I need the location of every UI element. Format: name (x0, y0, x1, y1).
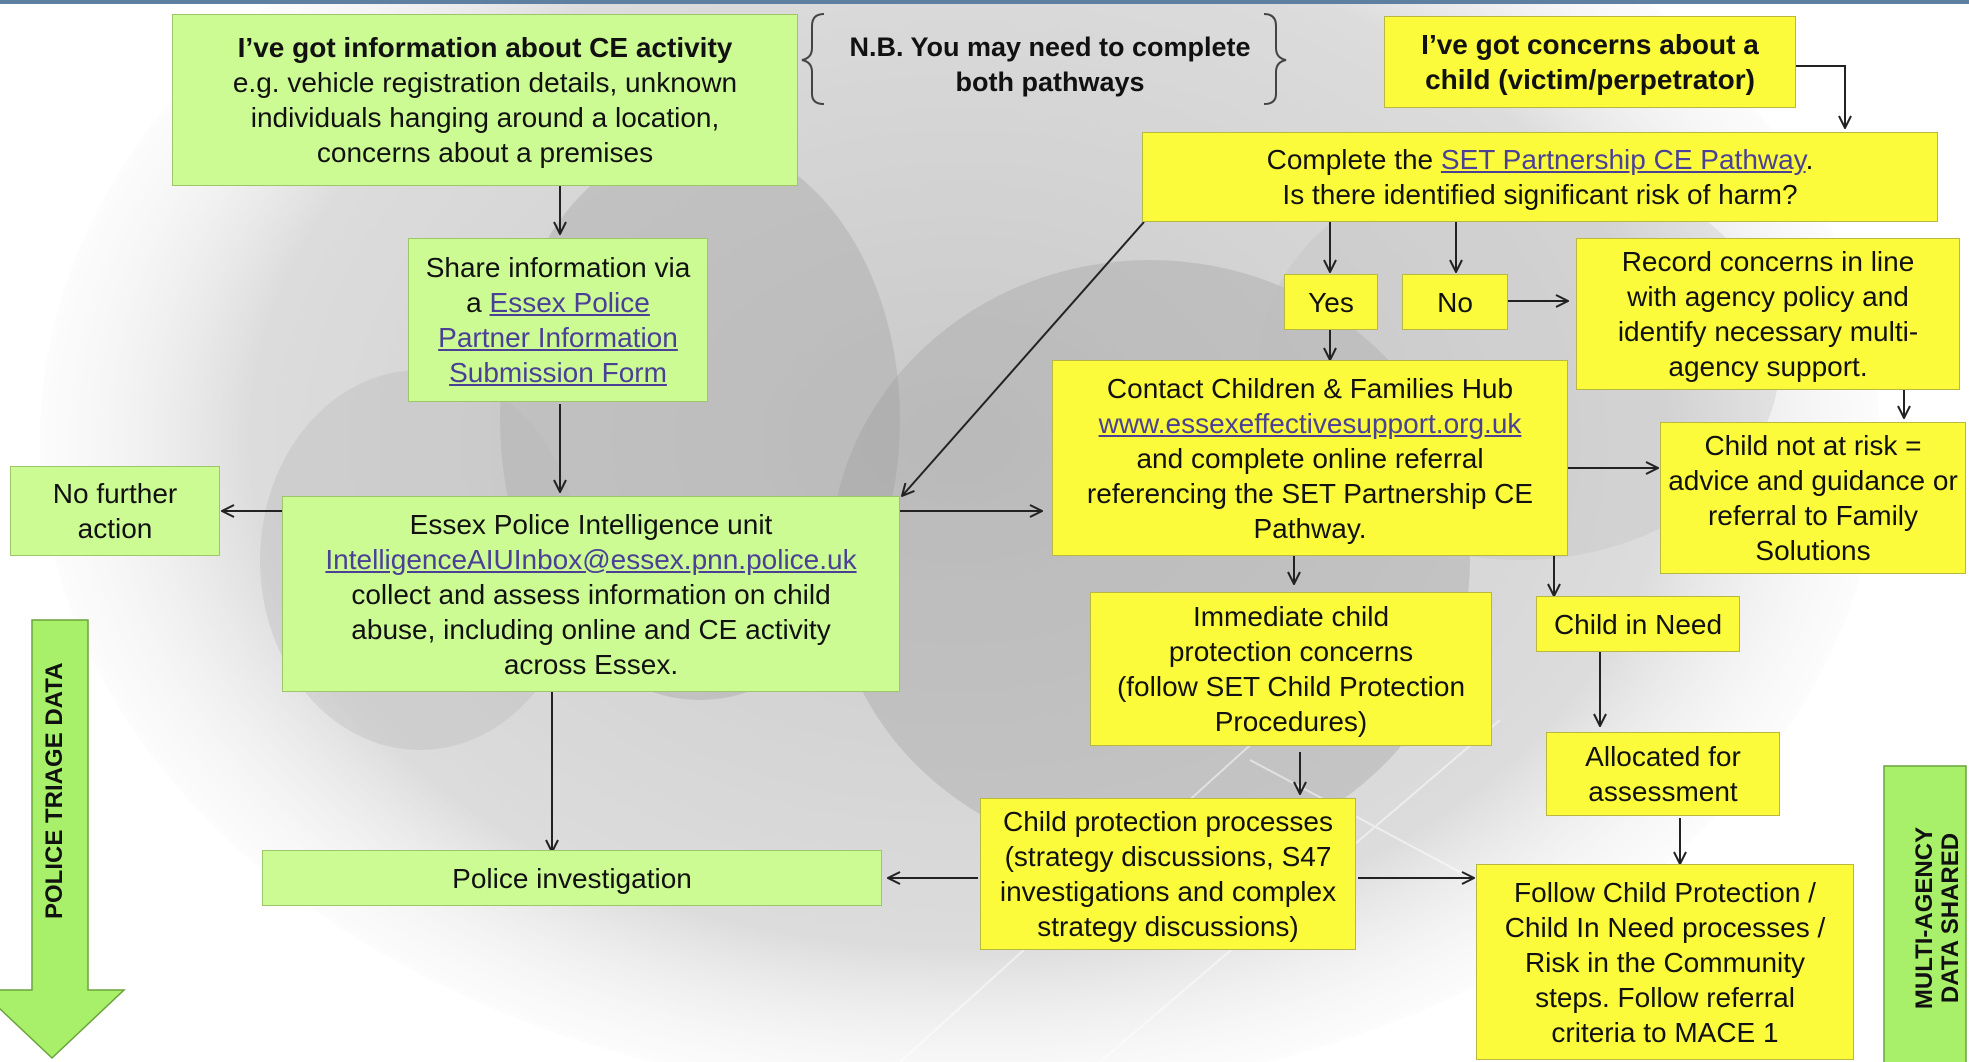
record-concerns-text: Record concerns in line with agency poli… (1617, 246, 1919, 382)
brace-right (1263, 13, 1287, 105)
arrow-pathway-to-intel (902, 221, 1145, 496)
concerns-about-child-box: I’ve got concerns about a child (victim/… (1384, 16, 1796, 108)
no-box: No (1402, 274, 1508, 330)
complete-pathway-question: Is there identified significant risk of … (1282, 179, 1798, 210)
set-partnership-ce-pathway-link[interactable]: SET Partnership CE Pathway (1440, 144, 1806, 175)
complete-pathway-post: . (1805, 144, 1814, 175)
top-accent-bar (0, 0, 1969, 4)
contact-hub-title: Contact Children & Families Hub (1106, 372, 1514, 404)
child-protection-processes-text: Child protection processes (strategy dis… (999, 806, 1337, 942)
yes-text: Yes (1308, 286, 1354, 318)
allocated-for-assessment-box: Allocated for assessment (1546, 732, 1780, 816)
intelligence-unit-box: Essex Police Intelligence unit Intellige… (282, 496, 900, 692)
child-in-need-text: Child in Need (1553, 608, 1723, 640)
partner-submission-form-link[interactable]: Essex Police Partner Information Submiss… (438, 287, 678, 388)
immediate-cp-concerns-line1: Immediate child protection concerns (1168, 601, 1414, 667)
share-information-box: Share information via a Essex Police Par… (408, 238, 708, 402)
multi-agency-label-line2: DATA SHARED (1937, 832, 1964, 1004)
ce-activity-info-text: e.g. vehicle registration details, unkno… (232, 67, 738, 168)
contact-hub-text: and complete online referral referencing… (1086, 442, 1534, 544)
multi-agency-bar (1883, 765, 1967, 1062)
complete-pathway-pre: Complete the (1266, 144, 1434, 175)
police-investigation-box: Police investigation (262, 850, 882, 906)
share-information-content: Share information via a Essex Police Par… (423, 250, 693, 390)
record-concerns-box: Record concerns in line with agency poli… (1576, 238, 1960, 390)
immediate-cp-concerns-line2: (follow SET Child Protection Procedures) (1116, 671, 1466, 737)
allocated-for-assessment-text: Allocated for assessment (1585, 741, 1741, 807)
child-in-need-box: Child in Need (1536, 596, 1740, 652)
no-further-action-box: No further action (10, 466, 220, 556)
immediate-cp-concerns-box: Immediate child protection concerns (fol… (1090, 592, 1492, 746)
intelligence-unit-title: Essex Police Intelligence unit (409, 508, 773, 540)
concerns-about-child-text: I’ve got concerns about a child (victim/… (1421, 29, 1759, 95)
child-protection-processes-box: Child protection processes (strategy dis… (980, 798, 1356, 950)
intelligence-unit-text: collect and assess information on child … (351, 578, 831, 680)
follow-cp-processes-box: Follow Child Protection / Child In Need … (1476, 864, 1854, 1060)
ce-activity-info-title: I’ve got information about CE activity (237, 32, 733, 63)
yes-box: Yes (1284, 274, 1378, 330)
police-triage-arrow (0, 619, 126, 1060)
police-investigation-text: Police investigation (452, 862, 692, 894)
child-not-at-risk-text: Child not at risk = advice and guidance … (1668, 430, 1958, 566)
no-text: No (1437, 286, 1473, 318)
share-information-text: Share information via a (425, 252, 691, 318)
both-pathways-note: N.B. You may need to complete both pathw… (849, 32, 1251, 97)
intelligence-inbox-email-link[interactable]: IntelligenceAIUInbox@essex.pnn.police.uk (325, 543, 857, 575)
multi-agency-label-line1: MULTI-AGENCY (1911, 826, 1938, 1010)
police-triage-data-label: POLICE TRIAGE DATA (41, 662, 68, 919)
essex-effective-support-link[interactable]: www.essexeffectivesupport.org.uk (1098, 407, 1522, 439)
brace-left (801, 13, 825, 105)
complete-pathway-line1: Complete the SET Partnership CE Pathway. (1267, 142, 1814, 177)
child-not-at-risk-box: Child not at risk = advice and guidance … (1660, 422, 1966, 574)
no-further-action-text: No further action (52, 478, 178, 544)
contact-hub-box: Contact Children & Families Hub www.esse… (1052, 360, 1568, 556)
ce-activity-info-box: I’ve got information about CE activity e… (172, 14, 798, 186)
arrow-concerns-to-pathway (1796, 65, 1845, 128)
follow-cp-processes-text: Follow Child Protection / Child In Need … (1504, 876, 1826, 1048)
complete-pathway-box: Complete the SET Partnership CE Pathway.… (1142, 132, 1938, 222)
